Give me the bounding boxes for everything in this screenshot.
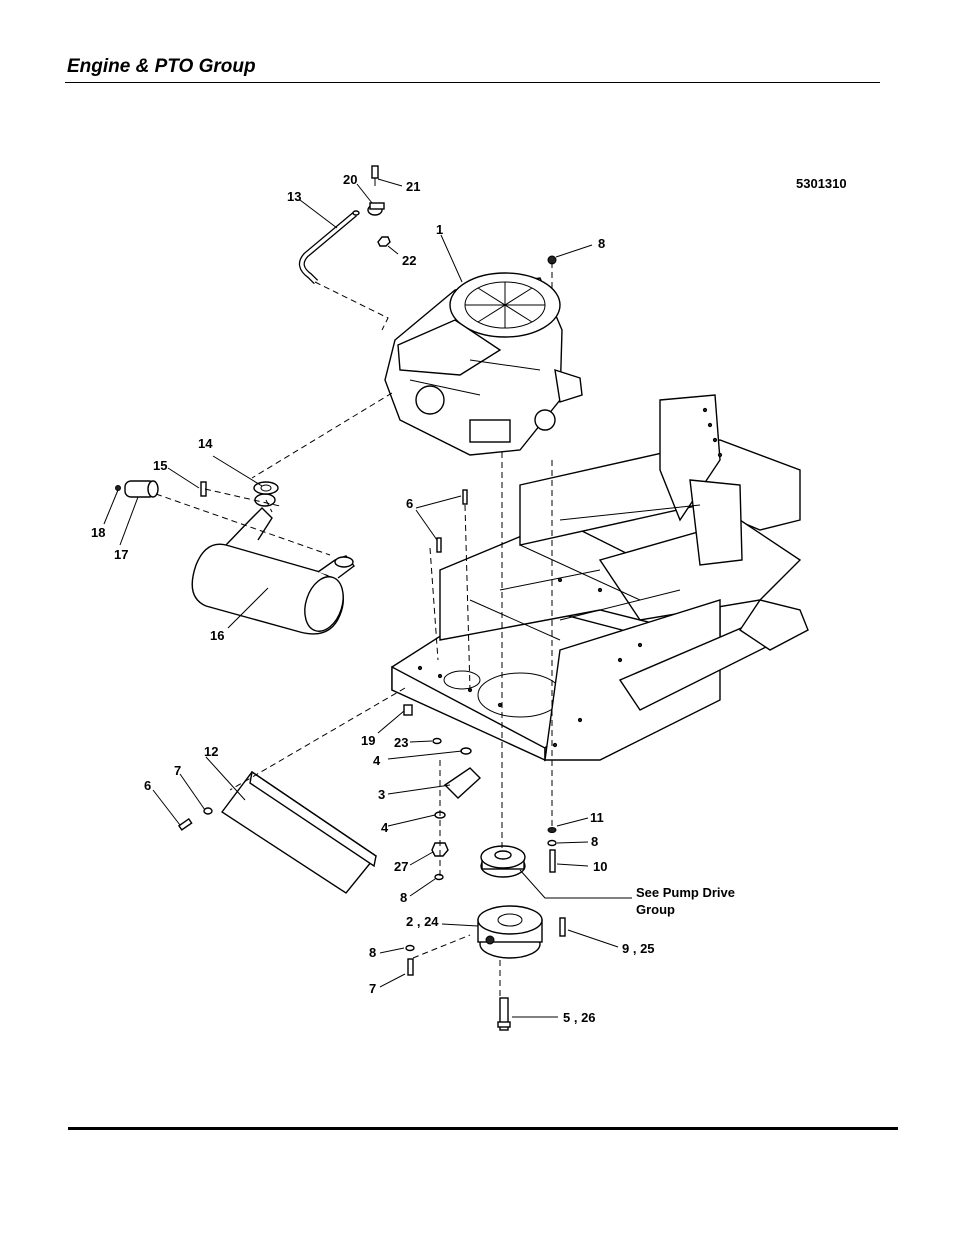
clamp-hardware (367, 165, 391, 247)
mower-frame (391, 394, 809, 762)
pump-drive-note-line2: Group (636, 902, 675, 917)
callout-5-26: 5 , 26 (563, 1010, 596, 1025)
pto-clutch (477, 905, 543, 959)
callout-22: 22 (402, 253, 416, 268)
callout-20: 20 (343, 172, 357, 187)
callout-15: 15 (153, 458, 167, 473)
clutch-pin (559, 917, 566, 937)
callout-6-upper: 6 (406, 496, 413, 511)
muffler (191, 493, 355, 635)
tailpipe (298, 210, 360, 285)
callout-14: 14 (198, 436, 213, 451)
callout-23: 23 (394, 735, 408, 750)
callout-18: 18 (91, 525, 105, 540)
callout-8-lower: 8 (369, 945, 376, 960)
callout-8-right: 8 (591, 834, 598, 849)
footer-rule (68, 1127, 898, 1130)
header-rule (65, 82, 880, 83)
callout-10: 10 (593, 859, 607, 874)
callout-21: 21 (406, 179, 420, 194)
callout-11: 11 (590, 810, 604, 825)
callout-7-lower: 7 (369, 981, 376, 996)
callout-17: 17 (114, 547, 128, 562)
leader-lines (103, 178, 632, 1018)
pump-drive-pulley (480, 845, 526, 878)
right-hardware (547, 827, 557, 873)
callout-27: 27 (394, 859, 408, 874)
callout-8-center: 8 (400, 890, 407, 905)
page-title: Engine & PTO Group (67, 56, 256, 77)
callout-12: 12 (204, 744, 218, 759)
lower-bracket-hardware (405, 944, 415, 976)
callout-9-25: 9 , 25 (622, 941, 655, 956)
callout-7-upper: 7 (174, 763, 181, 778)
engine (384, 272, 583, 456)
assembly-lines (155, 262, 553, 998)
spark-arrestor (115, 480, 159, 498)
shield-bolt (177, 807, 213, 831)
callout-19: 19 (361, 733, 375, 748)
callout-4-upper: 4 (373, 753, 381, 768)
callout-4-lower: 4 (381, 820, 389, 835)
callout-2-24: 2 , 24 (406, 914, 439, 929)
callout-1: 1 (436, 222, 443, 237)
clutch-bolt (497, 997, 511, 1031)
gasket-hole (260, 484, 272, 492)
callout-16: 16 (210, 628, 224, 643)
callout-8-engine: 8 (598, 236, 605, 251)
callout-6-lower: 6 (144, 778, 151, 793)
callout-13: 13 (287, 189, 301, 204)
pto-mount-hardware (403, 489, 482, 881)
drawing-number: 5301310 (796, 176, 847, 191)
heat-shield (220, 770, 378, 894)
pump-drive-note-line1: See Pump Drive (636, 885, 735, 900)
callout-3: 3 (378, 787, 385, 802)
